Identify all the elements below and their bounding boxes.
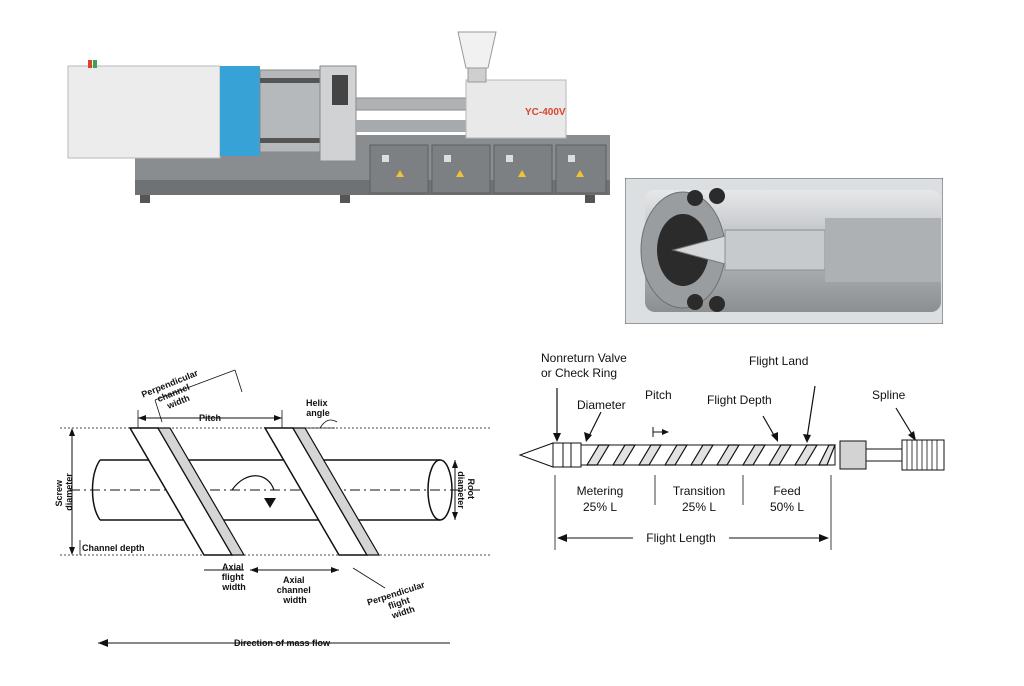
label-screw-diameter: Screw diameter	[54, 473, 74, 511]
screw-flights	[585, 444, 836, 466]
zone-transition-share: 25% L	[682, 500, 716, 514]
label-flight-land: Flight Land	[749, 354, 808, 368]
model-plate-text: YC-400V	[525, 107, 566, 118]
label-diameter: Diameter	[577, 398, 626, 412]
label-pitch: Pitch	[199, 413, 221, 423]
injection-unit-housing	[465, 79, 567, 139]
check-valve-photo	[625, 178, 943, 324]
label-spline: Spline	[872, 388, 906, 402]
zone-metering-share: 25% L	[583, 500, 617, 514]
screw-geometry-diagram: Perpendicular channel width Pitch Helix …	[54, 367, 490, 648]
label-perpendicular-flight-width: Perpendicular flight width	[366, 579, 435, 627]
label-nonreturn-valve: Nonreturn Valve or Check Ring	[541, 351, 630, 380]
clamp-guard	[67, 65, 221, 159]
spline-shape	[901, 439, 945, 471]
label-channel-depth: Channel depth	[82, 543, 145, 553]
zone-feed-share: 50% L	[770, 500, 804, 514]
label-axial-flight-width: Axial flight width	[221, 562, 246, 592]
label-root-diameter: Root diameter	[456, 471, 476, 509]
blue-platen	[220, 66, 260, 156]
injection-molding-machine-image: YC-400V	[67, 31, 610, 203]
label-axial-channel-width: Axial channel width	[277, 575, 314, 605]
zone-feed-name: Feed	[773, 484, 800, 498]
barrel	[355, 97, 467, 111]
screw-zone-diagram: Nonreturn Valve or Check Ring Diameter P…	[518, 351, 945, 550]
hopper	[457, 31, 497, 69]
zone-metering-name: Metering	[577, 484, 624, 498]
label-flight-length: Flight Length	[646, 531, 715, 545]
label-helix-angle: Helix angle	[306, 398, 330, 418]
label-perpendicular-channel-width: Perpendicular channel width	[140, 367, 209, 418]
label-pitch-zone: Pitch	[645, 388, 672, 402]
label-direction-of-mass-flow: Direction of mass flow	[234, 638, 331, 648]
check-ring-shape	[552, 442, 582, 468]
check-ring	[724, 229, 826, 271]
label-flight-depth: Flight Depth	[707, 393, 772, 407]
screw-shank-collar	[839, 440, 867, 470]
screw-tip	[518, 442, 554, 468]
machine-cabinets	[369, 144, 607, 194]
zone-transition-name: Transition	[673, 484, 725, 498]
